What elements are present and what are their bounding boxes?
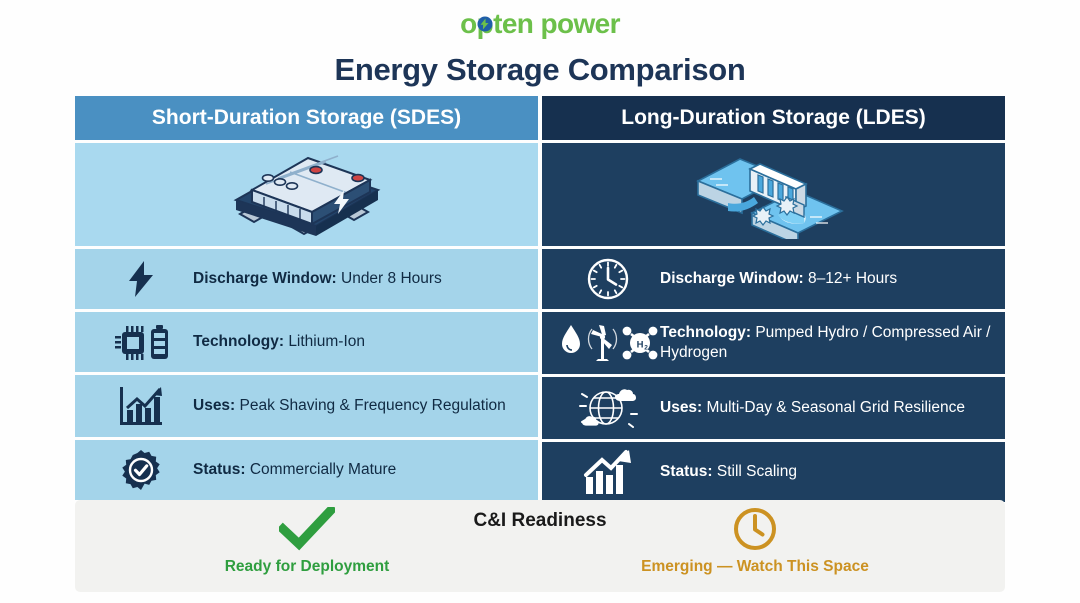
- readiness-ldes: Emerging — Watch This Space: [605, 506, 905, 576]
- row-value: Lithium-Ion: [288, 333, 365, 351]
- comparison-table: Short-Duration Storage (SDES): [75, 96, 1005, 502]
- readiness-sdes: Ready for Deployment: [157, 506, 457, 576]
- footer-title: C&I Readiness: [473, 510, 607, 531]
- row-value: Pumped Hydro / Compressed Air / Hydrogen: [660, 324, 991, 361]
- brand-name-part2: ten power: [493, 8, 620, 39]
- row-text: Status: Still Scaling: [660, 462, 991, 482]
- growth-arrow-chart-icon: [556, 449, 660, 495]
- row-text: Uses: Peak Shaving & Frequency Regulatio…: [193, 396, 524, 416]
- row-value: Multi-Day & Seasonal Grid Resilience: [706, 399, 965, 417]
- brand-o-with-bolt: p: [477, 8, 494, 40]
- droplet-turbine-hydrogen-icon: H 2: [556, 323, 660, 363]
- readiness-footer: C&I Readiness Ready for Deployment Emerg…: [75, 500, 1005, 592]
- row-text: Discharge Window: Under 8 Hours: [193, 269, 524, 289]
- row-label: Uses:: [660, 399, 703, 417]
- brand-logo: opten power: [0, 8, 1080, 40]
- column-header-ldes: Long-Duration Storage (LDES): [542, 96, 1005, 140]
- row-label: Status:: [660, 463, 713, 481]
- orange-clock-icon: [732, 506, 778, 552]
- chip-battery-icon: [89, 324, 193, 360]
- row-label: Status:: [193, 461, 246, 479]
- row-label: Discharge Window:: [660, 270, 804, 288]
- row-value: Commercially Mature: [249, 461, 397, 479]
- row-value: Under 8 Hours: [341, 270, 442, 288]
- column-sdes: Short-Duration Storage (SDES): [75, 96, 538, 502]
- table-row: Discharge Window: Under 8 Hours: [75, 249, 538, 309]
- row-text: Status: Commercially Mature: [193, 460, 524, 480]
- table-row: Status: Still Scaling: [542, 442, 1005, 502]
- readiness-sdes-label: Ready for Deployment: [224, 558, 390, 575]
- row-text: Technology: Lithium-Ion: [193, 332, 524, 352]
- row-value: Peak Shaving & Frequency Regulation: [239, 397, 506, 415]
- row-label: Uses:: [193, 397, 236, 415]
- readiness-ldes-label: Emerging — Watch This Space: [641, 558, 869, 575]
- green-check-icon: [279, 506, 335, 552]
- table-row: H 2 Technology: Pumped Hydro / Compresse…: [542, 312, 1005, 374]
- page-title: Energy Storage Comparison: [334, 52, 746, 87]
- bar-chart-growth-icon: [89, 386, 193, 426]
- row-value: Still Scaling: [716, 463, 797, 481]
- table-row: Status: Commercially Mature: [75, 440, 538, 500]
- row-text: Technology: Pumped Hydro / Compressed Ai…: [660, 323, 991, 363]
- column-header-sdes: Short-Duration Storage (SDES): [75, 96, 538, 140]
- row-label: Technology:: [660, 324, 751, 342]
- brand-logo-text: opten power: [460, 8, 620, 40]
- svg-text:H: H: [637, 340, 644, 351]
- hydro-dam-illustration: [542, 143, 1005, 246]
- row-label: Discharge Window:: [193, 270, 337, 288]
- row-label: Technology:: [193, 333, 284, 351]
- row-text: Uses: Multi-Day & Seasonal Grid Resilien…: [660, 398, 991, 418]
- battery-pack-illustration: [75, 143, 538, 246]
- clock-icon: [556, 257, 660, 301]
- row-value: 8–12+ Hours: [808, 270, 898, 288]
- row-text: Discharge Window: 8–12+ Hours: [660, 269, 991, 289]
- table-row: Uses: Peak Shaving & Frequency Regulatio…: [75, 375, 538, 437]
- lightning-bolt-icon: [89, 261, 193, 297]
- table-row: Discharge Window: 8–12+ Hours: [542, 249, 1005, 309]
- globe-cloud-sun-icon: [556, 384, 660, 432]
- brand-name-part1: o: [460, 8, 477, 39]
- table-row: Uses: Multi-Day & Seasonal Grid Resilien…: [542, 377, 1005, 439]
- table-row: Technology: Lithium-Ion: [75, 312, 538, 372]
- lightning-bolt-icon: [477, 16, 493, 32]
- check-badge-icon: [89, 450, 193, 490]
- svg-text:2: 2: [644, 345, 648, 352]
- column-ldes: Long-Duration Storage (LDES): [542, 96, 1005, 502]
